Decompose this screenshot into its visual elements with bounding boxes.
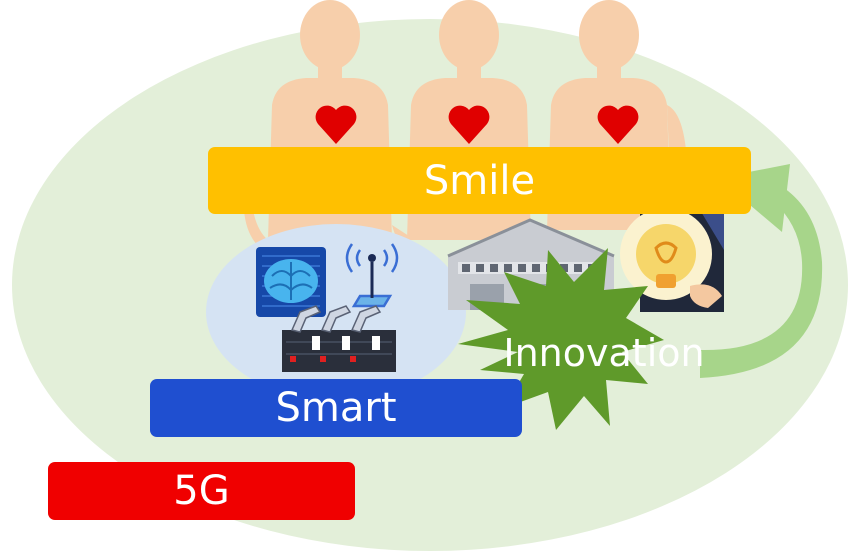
5g-bar: 5G: [48, 462, 355, 520]
wireless-tower-icon: [345, 243, 399, 308]
heart-icon: [597, 105, 639, 144]
hearts-group: [315, 105, 639, 144]
smart-bar: Smart: [150, 379, 522, 437]
heart-icon: [448, 105, 490, 144]
smile-label: Smile: [423, 157, 536, 204]
brain-icon: [256, 247, 326, 317]
heart-icon: [315, 105, 357, 144]
5g-label: 5G: [173, 468, 230, 514]
smart-label: Smart: [275, 385, 397, 431]
innovation-label: Innovation: [503, 331, 705, 375]
lightbulb-icon: [620, 200, 724, 312]
smile-bar: Smile: [208, 147, 751, 214]
robot-arm-icon: [282, 305, 396, 372]
innovation-star: [458, 248, 664, 430]
